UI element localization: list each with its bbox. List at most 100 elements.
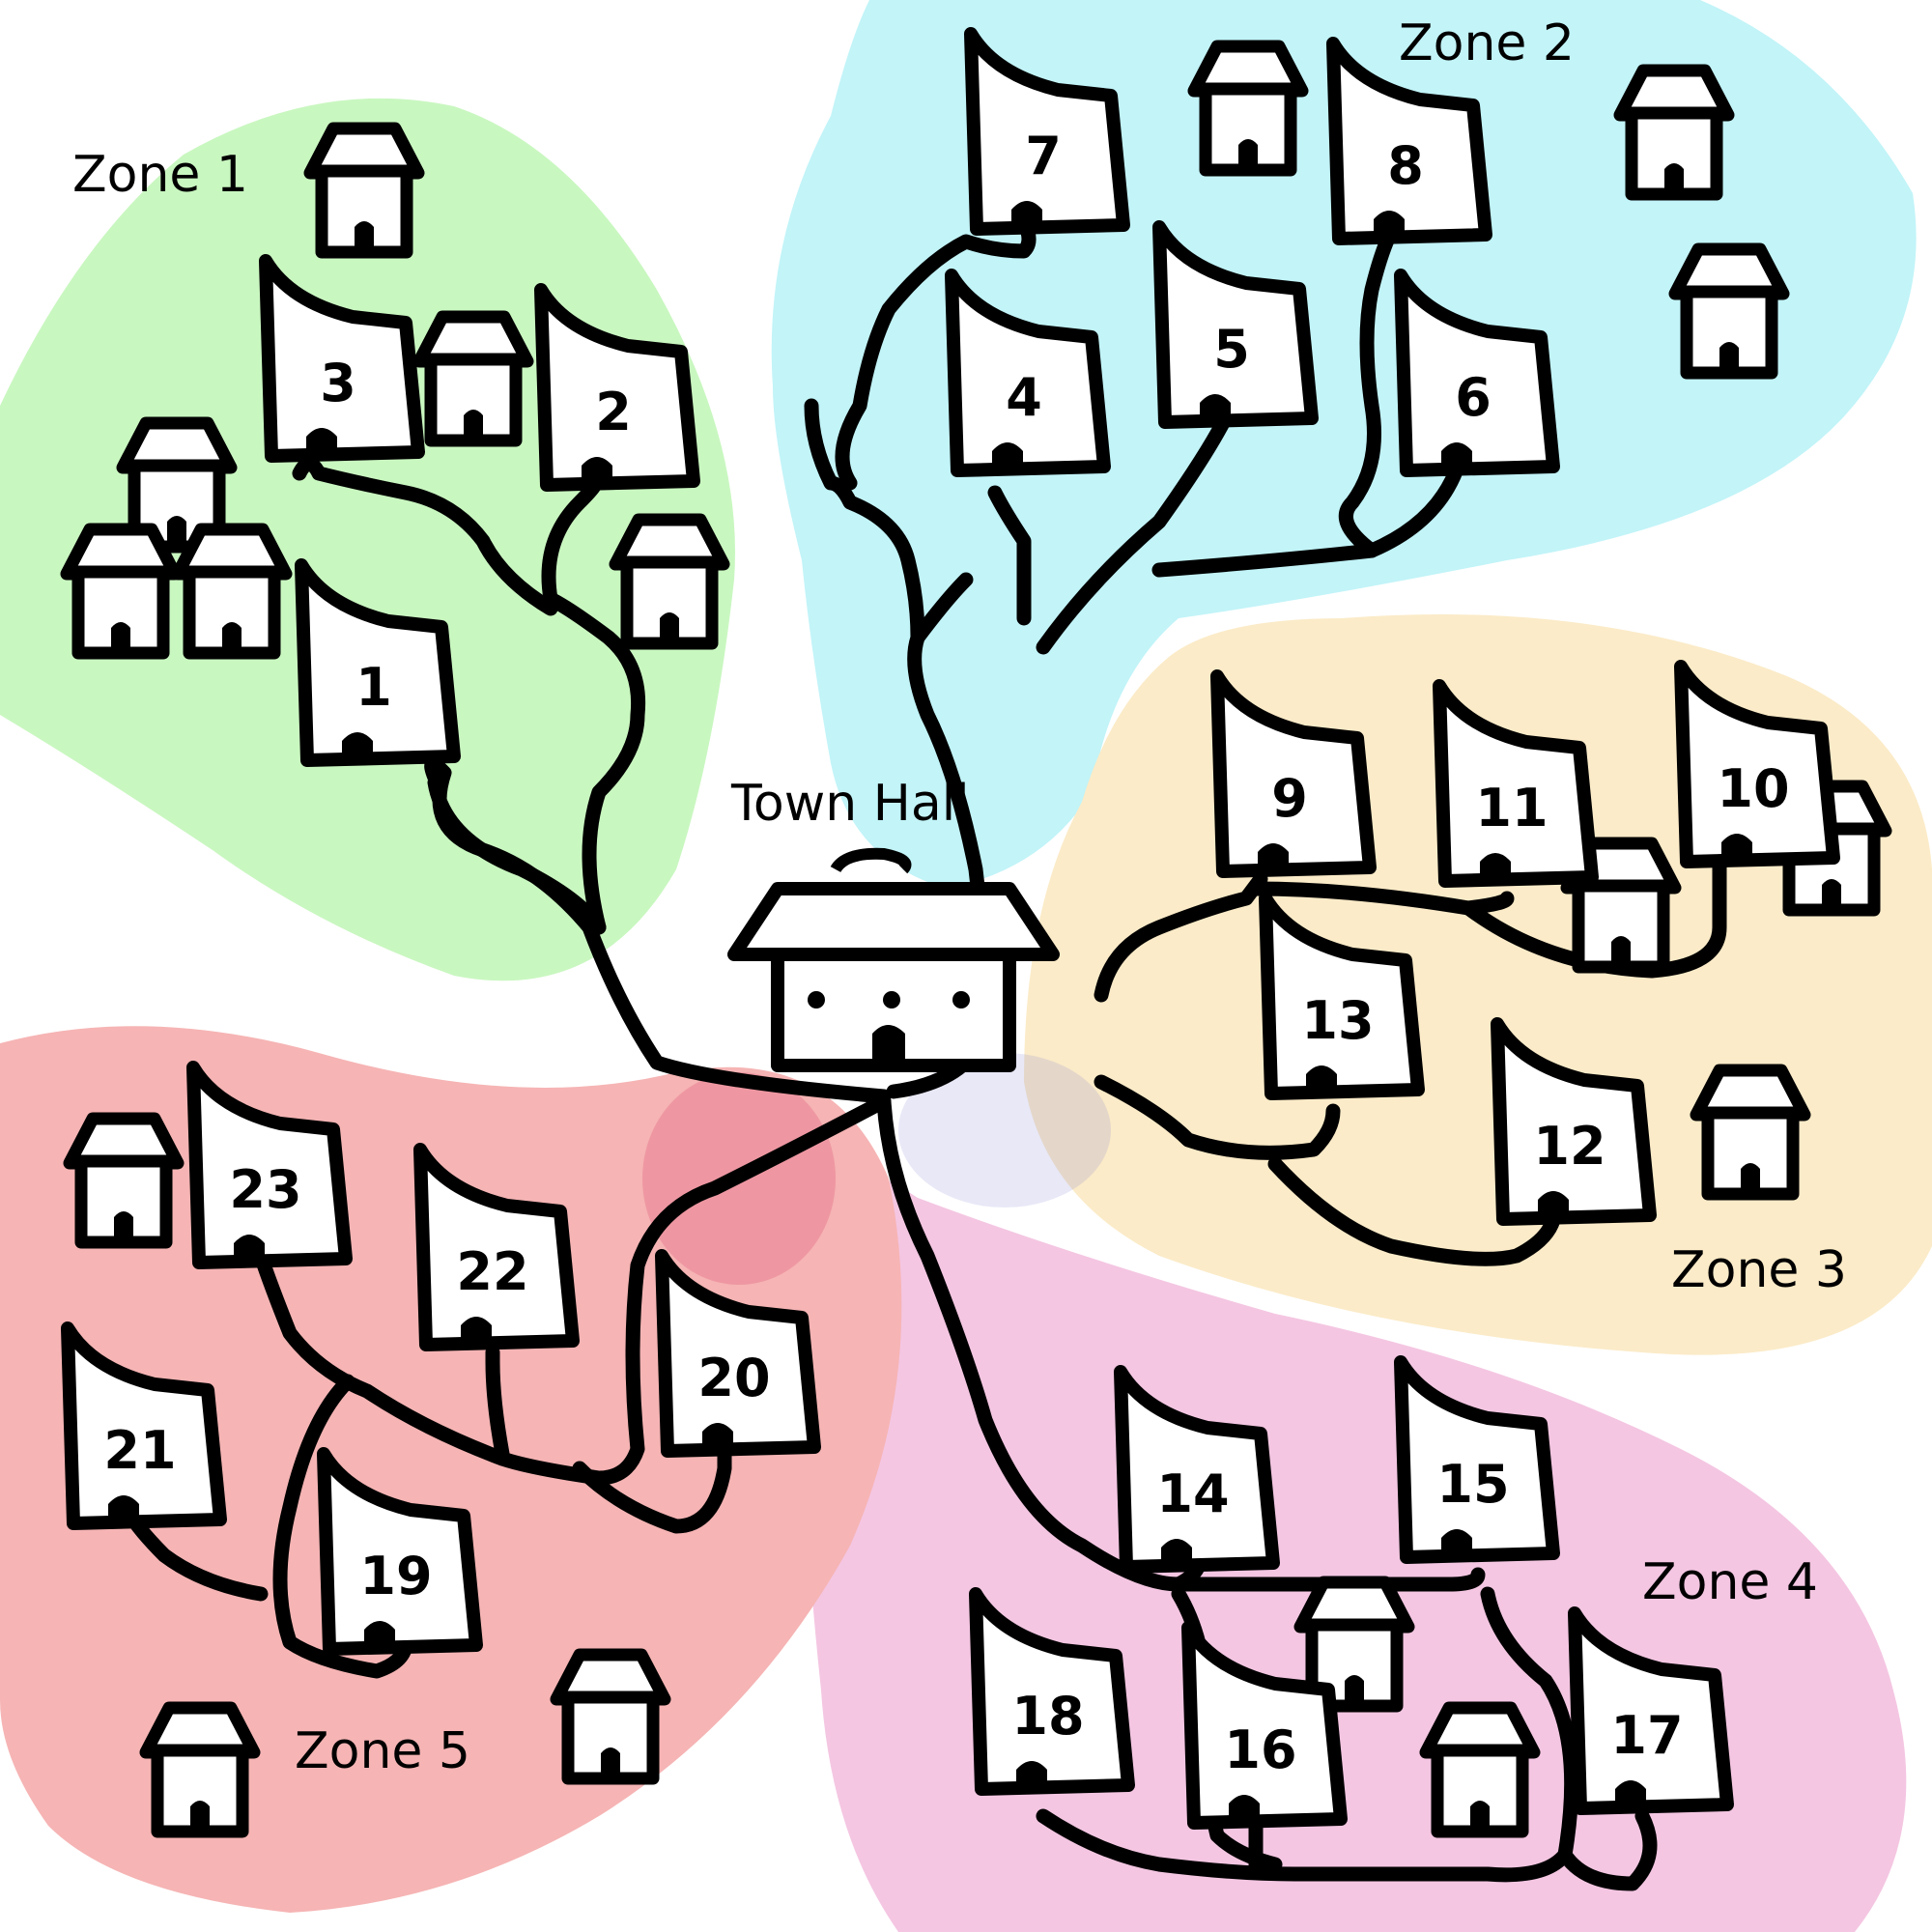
line-to-4b xyxy=(987,485,1032,626)
house-icon xyxy=(615,520,724,643)
building-number: 15 xyxy=(1436,1454,1509,1515)
house-icon xyxy=(1675,249,1783,373)
line-to-3 xyxy=(292,456,558,616)
building-10: 10 xyxy=(1681,667,1833,862)
building-door xyxy=(1161,1539,1192,1567)
zone-3-label: Zone 3 xyxy=(1671,1241,1847,1299)
zone-5-label: Zone 5 xyxy=(295,1722,470,1780)
building-door xyxy=(1441,1529,1472,1557)
building-door xyxy=(1721,834,1752,862)
building-number: 5 xyxy=(1213,319,1250,380)
house-icon xyxy=(70,1119,178,1242)
line-to-1 xyxy=(424,756,892,1104)
town-hall xyxy=(727,847,1060,1072)
building-19: 19 xyxy=(324,1454,476,1649)
building-number: 6 xyxy=(1455,367,1492,428)
overlap-tint xyxy=(898,1053,1111,1208)
building-number: 7 xyxy=(1025,126,1062,186)
building-number: 3 xyxy=(320,353,356,413)
town-hall-label: Town Hall xyxy=(730,775,970,833)
line-to-7 xyxy=(835,214,1037,491)
building-number: 4 xyxy=(1006,367,1042,428)
building-3: 3 xyxy=(266,261,418,456)
line-to-16 xyxy=(1036,1808,1573,1883)
line-to-1b xyxy=(427,775,607,935)
line-to-19 xyxy=(272,1374,413,1679)
line-to-branch-5 xyxy=(1036,408,1235,655)
house-icon xyxy=(419,317,527,440)
building-22: 22 xyxy=(420,1150,573,1345)
building-number: 21 xyxy=(103,1420,176,1481)
house-icon xyxy=(67,529,175,653)
line-to-11 xyxy=(1248,881,1515,916)
building-17: 17 xyxy=(1575,1613,1727,1808)
house-icon xyxy=(1620,71,1728,194)
line-to-17-loop xyxy=(1480,1586,1658,1891)
building-door xyxy=(702,1423,733,1451)
line-to-22 xyxy=(485,1345,510,1462)
building-13: 13 xyxy=(1265,898,1418,1094)
building-door xyxy=(306,428,337,456)
building-number: 13 xyxy=(1301,990,1374,1051)
zone-2-label: Zone 2 xyxy=(1399,14,1575,72)
line-to-9 xyxy=(1094,871,1268,1003)
building-door xyxy=(1538,1191,1569,1219)
building-18: 18 xyxy=(976,1594,1128,1789)
line-to-12 xyxy=(1267,1156,1563,1266)
building-number: 22 xyxy=(456,1241,528,1302)
building-door xyxy=(1374,211,1405,239)
building-23: 23 xyxy=(193,1067,346,1263)
line-to-8 xyxy=(1338,224,1399,558)
building-number: 11 xyxy=(1475,778,1548,838)
building-door xyxy=(1016,1761,1047,1789)
building-door xyxy=(992,442,1023,470)
house-icon xyxy=(178,529,286,653)
building-door xyxy=(108,1495,139,1523)
building-number: 1 xyxy=(355,657,392,718)
line-to-15 xyxy=(1171,1567,1486,1592)
line-to-2 xyxy=(541,475,646,935)
building-door xyxy=(1011,201,1042,229)
building-door xyxy=(234,1235,265,1263)
building-number: 17 xyxy=(1610,1705,1683,1766)
building-number: 18 xyxy=(1011,1686,1084,1747)
house-icon xyxy=(556,1655,665,1778)
building-door xyxy=(1306,1065,1337,1094)
building-9: 9 xyxy=(1217,676,1370,871)
building-number: 20 xyxy=(697,1348,770,1408)
building-door xyxy=(1441,442,1472,470)
zone-4-label: Zone 4 xyxy=(1642,1553,1818,1611)
building-21: 21 xyxy=(68,1328,220,1523)
building-12: 12 xyxy=(1497,1024,1650,1219)
building-number: 9 xyxy=(1271,768,1308,829)
building-16: 16 xyxy=(1188,1628,1341,1823)
building-11: 11 xyxy=(1439,686,1592,881)
building-number: 2 xyxy=(595,382,632,442)
building-2: 2 xyxy=(541,290,694,485)
building-6: 6 xyxy=(1401,275,1553,470)
building-14: 14 xyxy=(1121,1372,1273,1567)
building-number: 12 xyxy=(1533,1116,1605,1177)
building-door xyxy=(1229,1795,1260,1823)
building-number: 10 xyxy=(1717,758,1789,819)
building-number: 8 xyxy=(1387,135,1424,196)
building-15: 15 xyxy=(1401,1362,1553,1557)
building-door xyxy=(364,1621,395,1649)
building-20: 20 xyxy=(662,1256,814,1451)
building-4: 4 xyxy=(952,275,1104,470)
building-number: 16 xyxy=(1224,1719,1296,1780)
labels: Town Hall Zone 1 Zone 2 Zone 3 Zone 4 Zo… xyxy=(72,14,1847,1780)
building-8: 8 xyxy=(1333,43,1486,239)
line-to-20 xyxy=(572,1432,732,1534)
building-number: 14 xyxy=(1156,1463,1229,1524)
building-number: 23 xyxy=(229,1159,301,1220)
line-to-4 xyxy=(804,398,925,645)
house-icon xyxy=(146,1708,254,1832)
building-7: 7 xyxy=(971,34,1123,229)
house-icon xyxy=(310,128,418,252)
building-number: 19 xyxy=(359,1546,432,1606)
building-door xyxy=(461,1317,492,1345)
building-door xyxy=(342,732,373,760)
